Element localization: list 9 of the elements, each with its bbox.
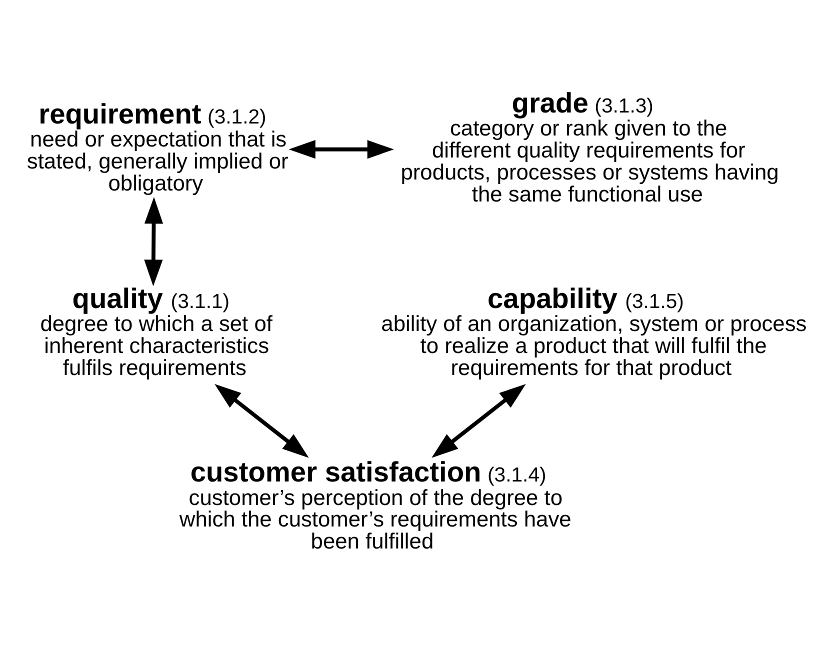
arrow xyxy=(432,383,526,458)
node-text: quality (3.1.1) degree to which a set of inherent characteristics fulfils requirements xyxy=(40,282,272,380)
node-text: capability (3.1.5) ability of an organization, system or process to realize a product that will fulfil the requirements for that product xyxy=(381,282,807,380)
node-text: grade (3.1.3) category or rank given to the different quality requirements for products, processes or systems having the same functional use xyxy=(400,86,779,206)
arrow xyxy=(144,196,164,286)
arrow xyxy=(214,383,309,458)
node-text: requirement (3.1.2) need or expectation that is stated, generally implied or obligatory xyxy=(26,98,288,195)
arrow xyxy=(288,140,394,158)
node-text: customer satisfaction (3.1.4) customer’s perception of the degree to which the customer’s requirements have been fulfilled xyxy=(179,456,572,554)
